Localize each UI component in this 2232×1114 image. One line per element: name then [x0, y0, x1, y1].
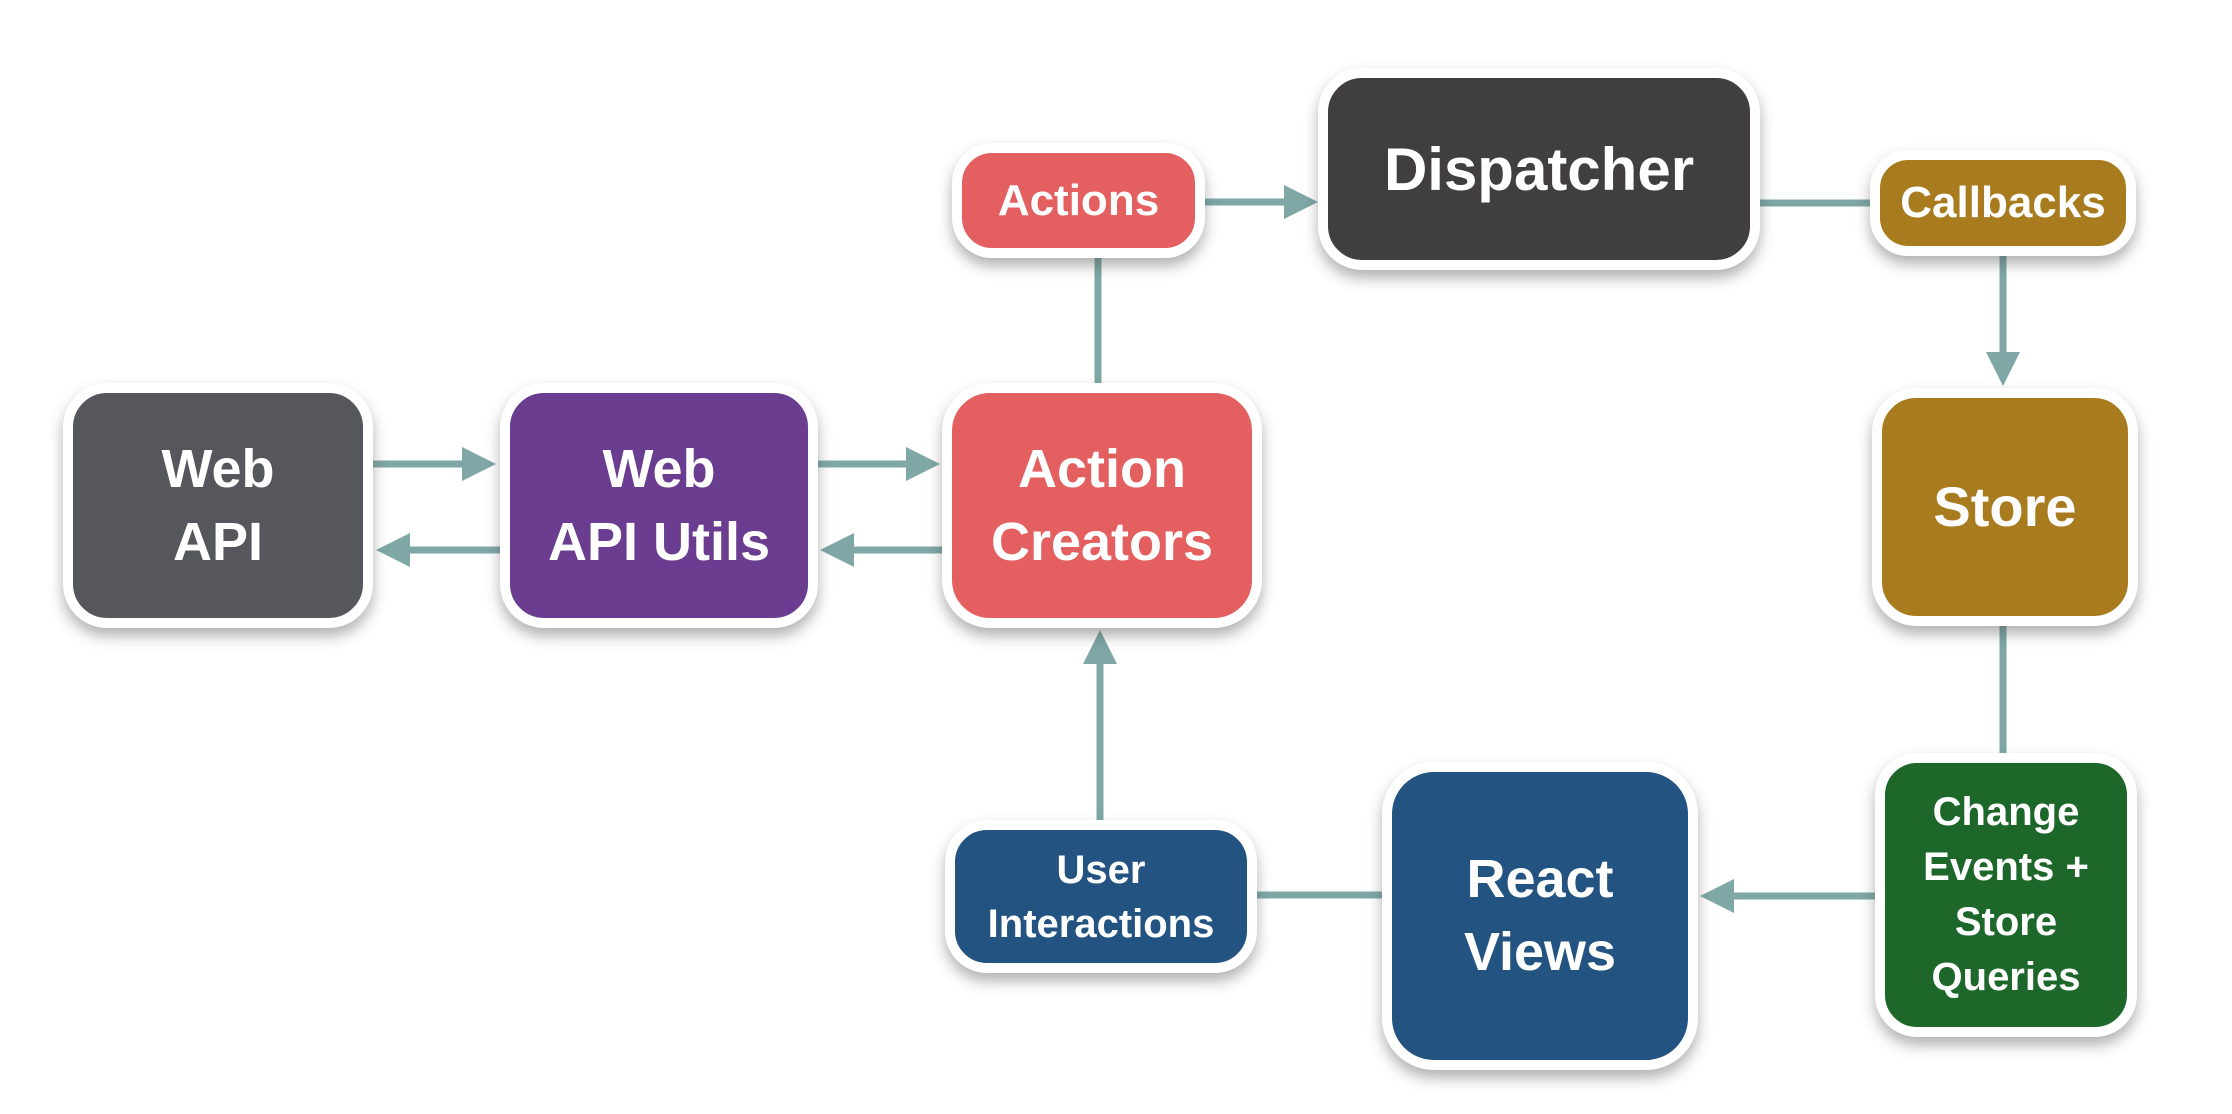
edge-actions-to-dispatcher-arrowhead: [1284, 185, 1318, 219]
node-change-events-label-line2: Events +: [1923, 844, 2089, 889]
node-web-api: Web API: [63, 383, 373, 628]
edge-callbacks-to-store-arrowhead: [1986, 352, 2020, 386]
node-callbacks-label-line1: Callbacks: [1900, 178, 2106, 228]
node-react-views-label-line2: Views: [1463, 922, 1617, 982]
node-action-creators-label-line2: Creators: [990, 511, 1214, 572]
edge-web-api-utils-to-action-creators-arrowhead: [906, 447, 940, 481]
edge-user-interactions-to-action-creators-arrowhead: [1083, 630, 1117, 664]
node-web-api-utils-label-line1: Web: [602, 438, 716, 499]
node-react-views-label-line1: React: [1466, 849, 1614, 910]
node-user-interactions-label-line2: Interactions: [987, 901, 1215, 946]
node-change-events-store-queries: Change Events + Store Queries: [1875, 753, 2137, 1037]
node-store-label-line1: Store: [1933, 475, 2077, 539]
edge-action-creators-to-web-api-utils-arrowhead: [820, 533, 854, 567]
node-dispatcher-label-line1: Dispatcher: [1383, 135, 1695, 203]
node-user-interactions: User Interactions: [945, 820, 1257, 973]
edge-web-api-utils-to-web-api-arrowhead: [376, 533, 410, 567]
node-action-creators-label-line1: Action: [1018, 438, 1186, 499]
node-web-api-utils-label-line2: API Utils: [547, 511, 771, 572]
edge-web-api-to-web-api-utils-arrowhead: [462, 447, 496, 481]
node-change-events-label-line1: Change: [1932, 789, 2080, 834]
node-react-views: React Views: [1382, 762, 1698, 1070]
node-change-events-label-line3: Store: [1954, 900, 2058, 944]
node-user-interactions-label-line1: User: [1056, 847, 1146, 892]
node-actions-label-line1: Actions: [997, 175, 1160, 225]
edge-change-events-to-react-views-arrowhead: [1700, 879, 1734, 913]
node-change-events-label-line4: Queries: [1931, 955, 2081, 1000]
node-dispatcher: Dispatcher: [1318, 68, 1760, 270]
node-web-api-label-line1: Web: [161, 438, 275, 499]
node-callbacks: Callbacks: [1870, 150, 2136, 256]
node-store: Store: [1872, 388, 2138, 626]
node-web-api-utils: Web API Utils: [500, 383, 818, 628]
node-action-creators: Action Creators: [942, 383, 1262, 628]
node-actions: Actions: [952, 143, 1205, 258]
node-web-api-label-line2: API: [172, 511, 264, 572]
